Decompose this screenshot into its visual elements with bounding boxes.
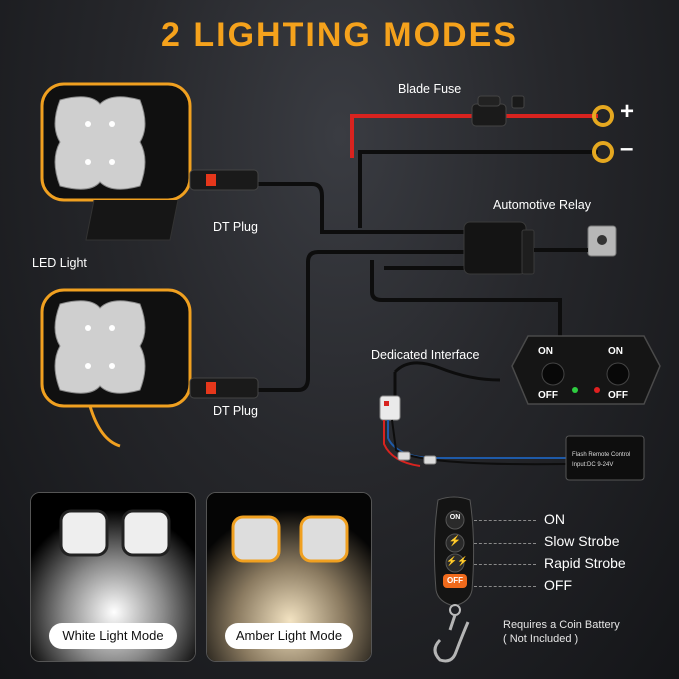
switch-right-on-label: ON [608, 346, 623, 357]
blade-fuse-label: Blade Fuse [398, 82, 462, 96]
led-light-label: LED Light [32, 256, 87, 270]
connector-icon [379, 395, 401, 421]
mode-rapid-strobe-label: Rapid Strobe [544, 555, 626, 571]
dt-plug-bottom-label: DT Plug [213, 404, 258, 418]
ground-wire [358, 150, 598, 228]
automotive-relay-icon [463, 221, 617, 275]
plus-label: + [620, 98, 635, 125]
battery-note-not-included: ( Not Included ) [503, 633, 579, 645]
remote-icon [433, 496, 475, 663]
remote-slow-strobe-button[interactable]: ⚡ [448, 536, 462, 547]
right-led-icon [594, 387, 600, 393]
mode-on-label: ON [544, 511, 565, 527]
automotive-relay-label: Automotive Relay [493, 198, 591, 212]
remote-off-button[interactable]: OFF [447, 576, 463, 585]
mode-slow-strobe-label: Slow Strobe [544, 533, 620, 549]
led-light-top-icon [40, 82, 259, 241]
switch-left-on-label: ON [538, 346, 553, 357]
battery-note: Requires a Coin Battery [503, 619, 620, 631]
switch-box-icon [511, 335, 661, 405]
flash-controller-module-icon [565, 435, 645, 481]
remote-on-button[interactable]: ON [449, 514, 461, 521]
switch-right-off-label: OFF [608, 390, 628, 401]
dt-plug-top-label: DT Plug [213, 220, 258, 234]
leader-line-slow [474, 543, 536, 544]
amber-light-mode-caption: Amber Light Mode [225, 623, 353, 649]
module-label-line2: Input:DC 9-24V [572, 462, 614, 468]
white-light-mode-panel: White Light Mode [30, 492, 196, 662]
remote-rapid-strobe-button[interactable]: ⚡⚡ [446, 556, 469, 566]
positive-wire [350, 114, 598, 158]
positive-terminal-icon [592, 105, 614, 127]
dedicated-interface-label: Dedicated Interface [371, 348, 480, 362]
negative-terminal-icon [592, 141, 614, 163]
left-led-icon [572, 387, 578, 393]
leader-line-off [474, 586, 536, 587]
headline: 2 LIGHTING MODES [161, 16, 518, 54]
switch-left-off-label: OFF [538, 390, 558, 401]
leader-line-rapid [474, 564, 536, 565]
amber-light-mode-panel: Amber Light Mode [206, 492, 372, 662]
module-label-line1: Flash Remote Control [572, 452, 631, 458]
mode-off-label: OFF [544, 577, 572, 593]
minus-label: – [620, 135, 634, 162]
led-light-bottom-icon [40, 288, 259, 448]
leader-line-on [474, 520, 536, 521]
white-light-mode-caption: White Light Mode [49, 623, 177, 649]
blade-fuse-icon [471, 95, 525, 127]
